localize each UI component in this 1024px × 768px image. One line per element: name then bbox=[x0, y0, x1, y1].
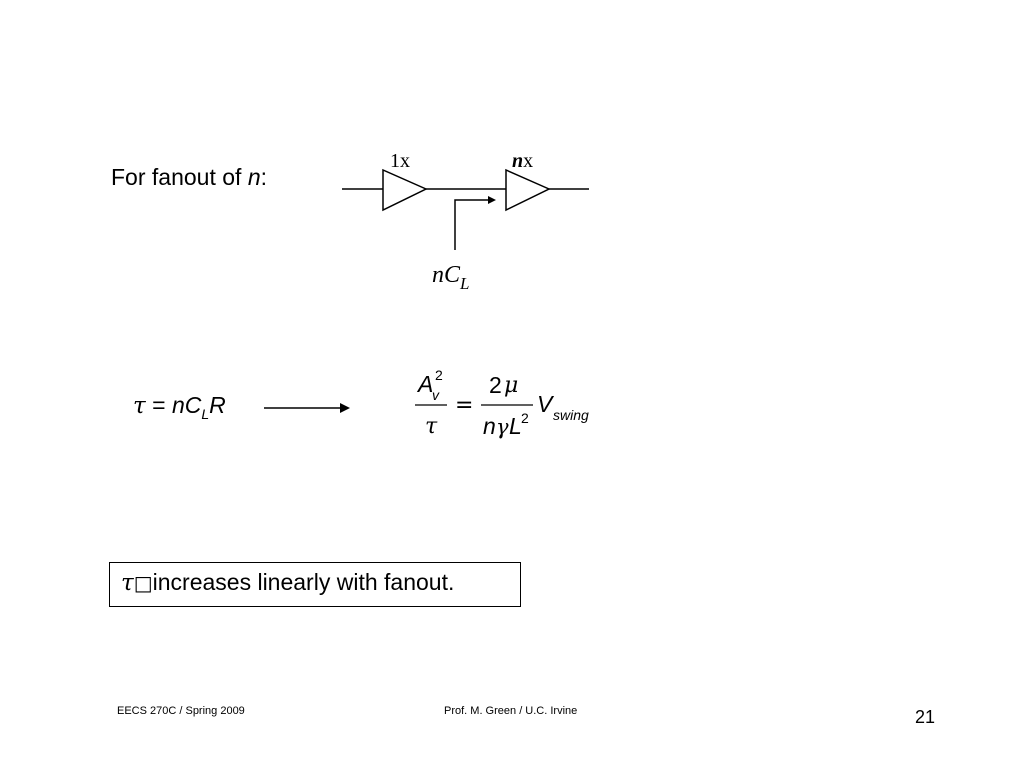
v-symbol: V bbox=[537, 391, 555, 417]
footer-course: EECS 270C / Spring 2009 bbox=[117, 705, 245, 717]
buffer-nx-label: nx bbox=[512, 150, 533, 172]
a-superscript: 2 bbox=[435, 367, 443, 383]
fraction-equals: = bbox=[455, 393, 473, 418]
buffer-1x bbox=[382, 168, 428, 212]
fanout-prefix: For fanout of bbox=[111, 164, 248, 190]
n-denominator: n bbox=[483, 413, 496, 439]
tau-symbol: τ bbox=[133, 393, 146, 419]
load-cap-n: n bbox=[432, 262, 444, 288]
implies-arrow bbox=[264, 403, 350, 413]
missing-glyph: □ bbox=[133, 571, 153, 595]
conclusion-sentence: increases linearly with fanout. bbox=[152, 569, 455, 595]
load-cap-c: C bbox=[444, 262, 461, 288]
mu-symbol: μ bbox=[504, 373, 518, 398]
load-cap-label: nCL bbox=[432, 262, 469, 293]
fanout-suffix: : bbox=[260, 164, 267, 190]
conclusion-box bbox=[109, 562, 521, 607]
page-number: 21 bbox=[915, 707, 936, 727]
v-subscript: v bbox=[432, 387, 440, 403]
equals-sign: = bbox=[145, 392, 172, 418]
buffer-1x-label: 1x bbox=[390, 150, 410, 172]
footer-author: Prof. M. Green / U.C. Irvine bbox=[444, 705, 578, 717]
tau-equation: τ = nCLR bbox=[133, 392, 226, 422]
buffer-nx bbox=[505, 168, 551, 212]
fanout-circuit-diagram: 1x nx nCL bbox=[342, 150, 589, 293]
fanout-label: For fanout of n: bbox=[111, 164, 267, 191]
l-subscript: L bbox=[201, 406, 210, 422]
n-symbol: n bbox=[171, 392, 185, 418]
num-two: 2 bbox=[489, 372, 502, 398]
load-cap-sub: L bbox=[459, 274, 469, 293]
swing-subscript: swing bbox=[553, 407, 589, 423]
load-arrow-line bbox=[454, 199, 490, 250]
tau-denominator: τ bbox=[425, 414, 438, 439]
conclusion-tau: τ bbox=[121, 570, 134, 596]
r-symbol: R bbox=[209, 392, 226, 418]
a-symbol: A bbox=[416, 371, 433, 397]
buffer-nx-var: n bbox=[512, 150, 523, 172]
c-symbol: C bbox=[184, 392, 202, 418]
load-arrow-head bbox=[488, 196, 496, 204]
gamma-symbol: γ bbox=[496, 415, 509, 439]
l-denominator: L bbox=[509, 413, 522, 439]
conclusion-text: τ□increases linearly with fanout. bbox=[121, 569, 454, 596]
fanout-var: n bbox=[247, 164, 261, 190]
l-superscript: 2 bbox=[521, 410, 529, 426]
buffer-nx-rest: x bbox=[523, 150, 533, 172]
gain-bandwidth-equation: A v 2 τ = 2 μ n γ L 2 V swing bbox=[415, 367, 589, 439]
